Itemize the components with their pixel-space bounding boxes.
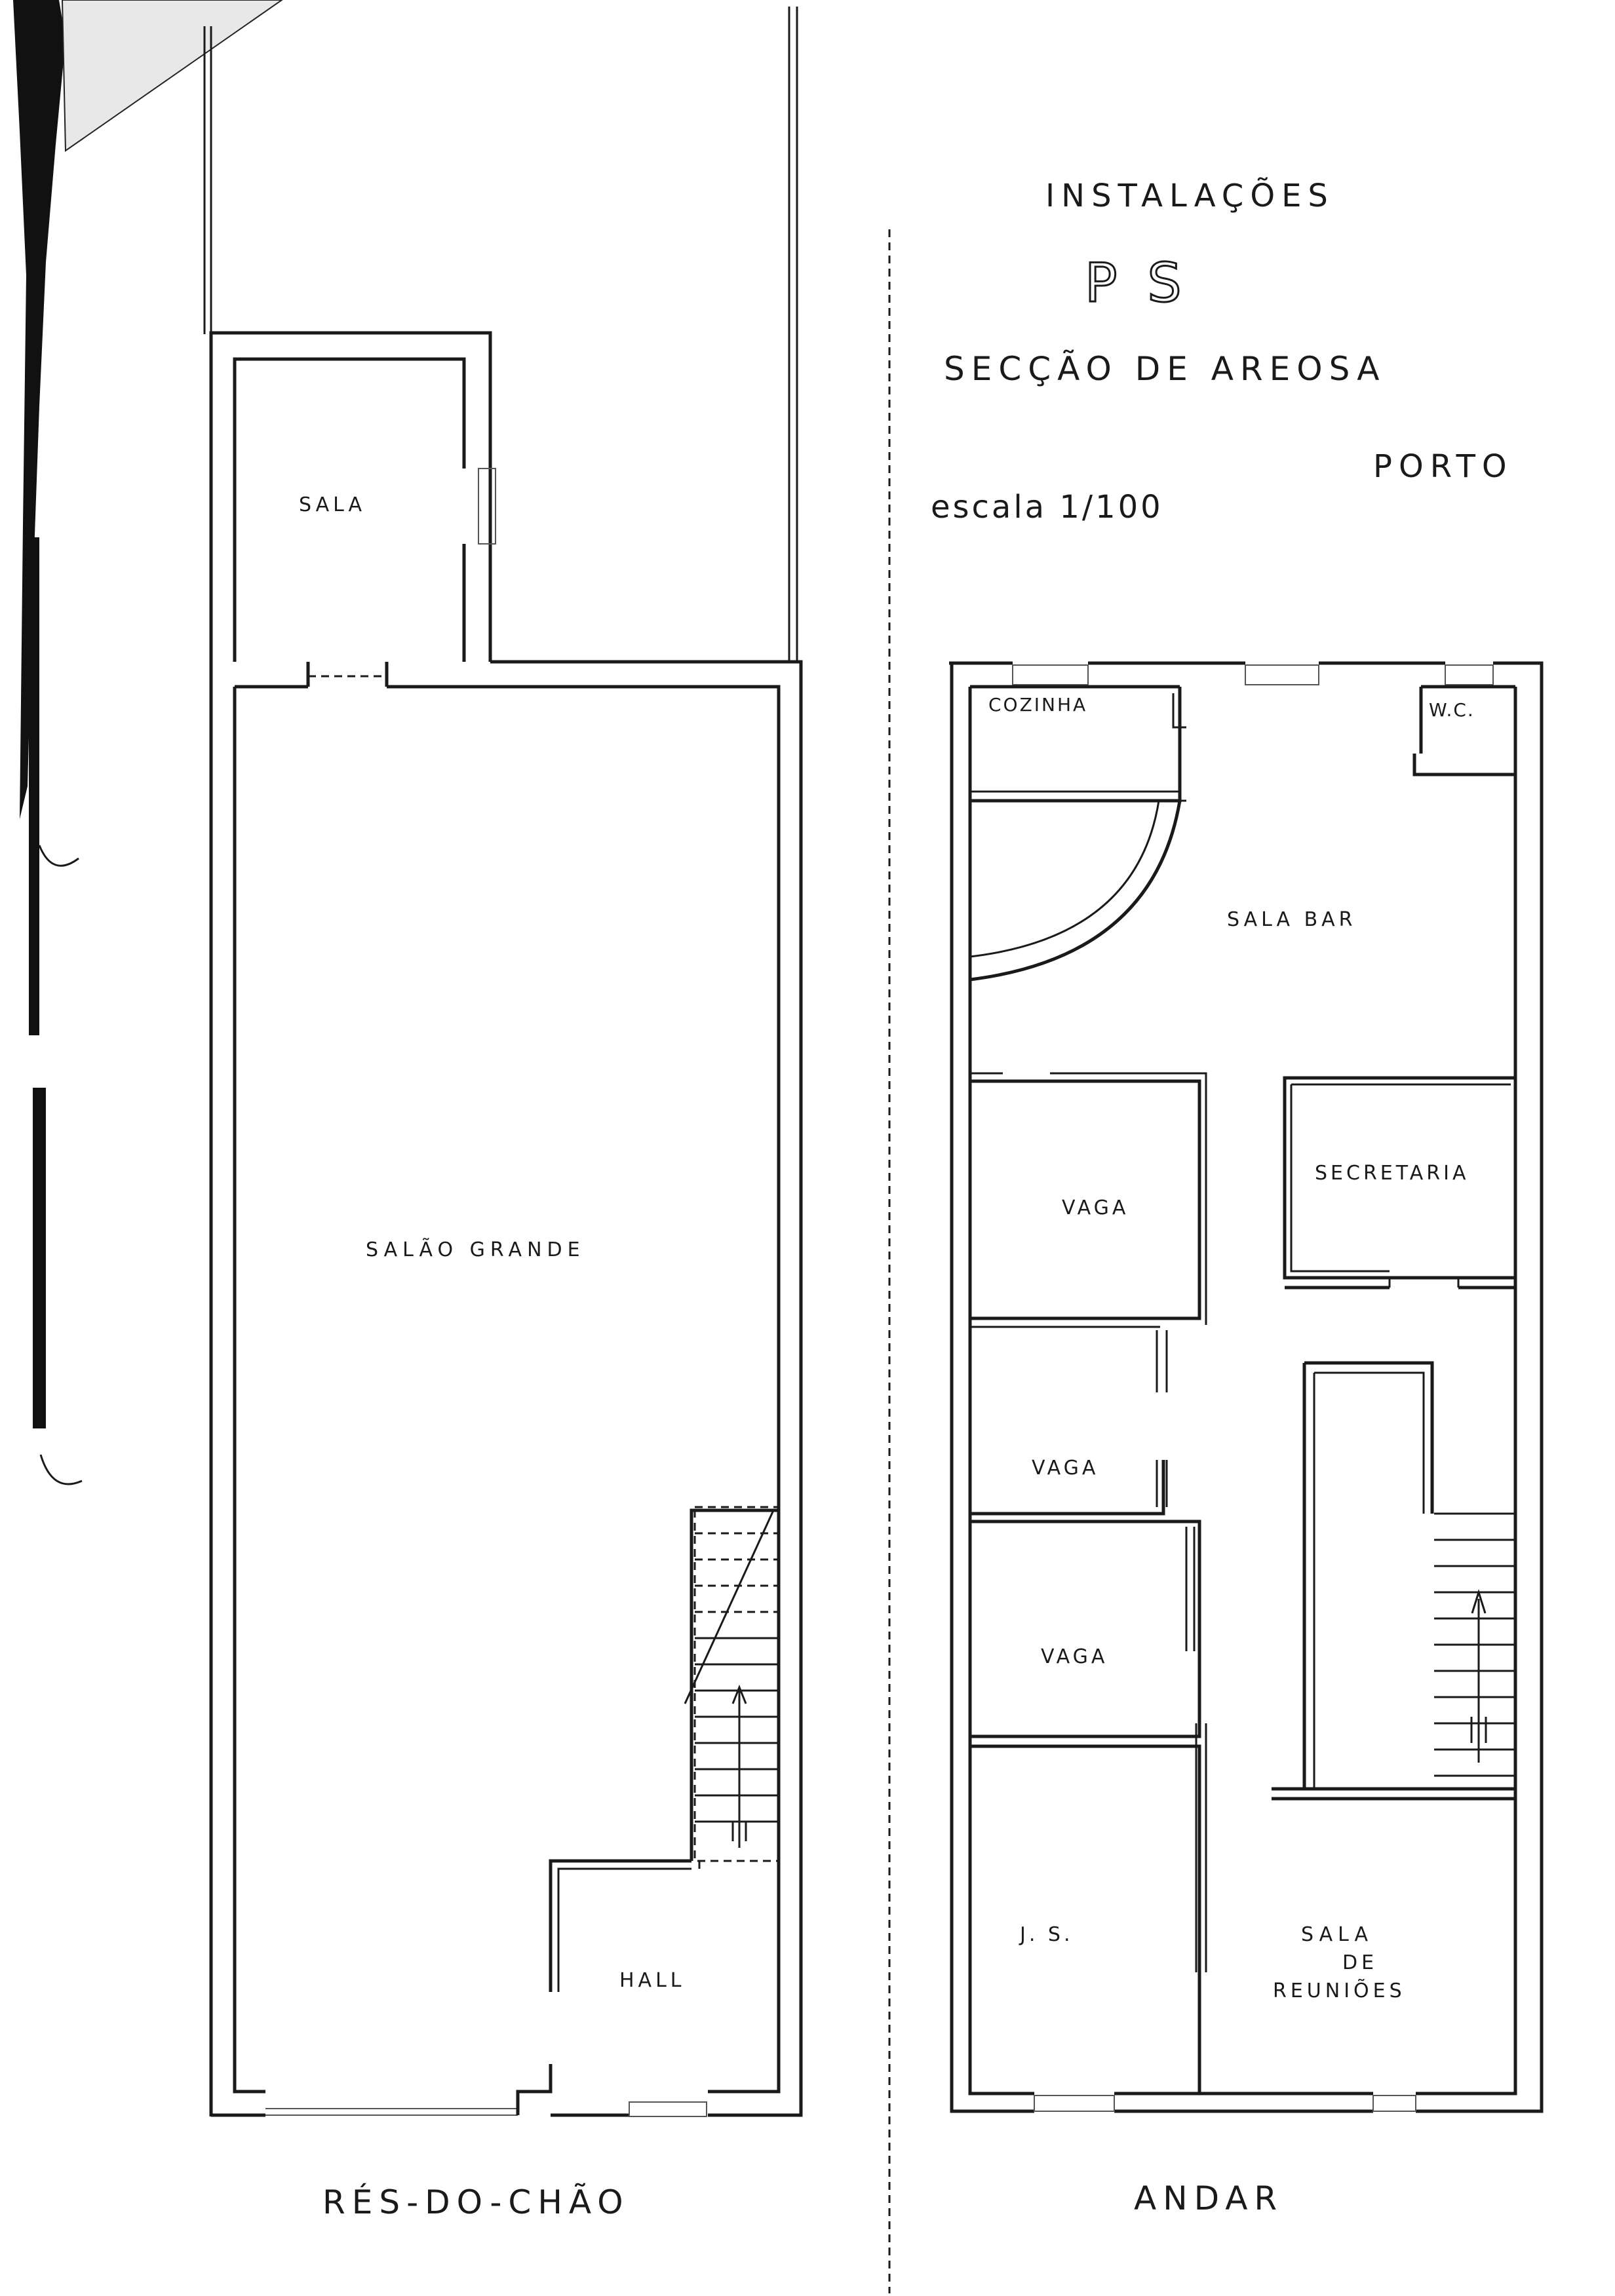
upper-floor-plan	[949, 661, 1544, 2113]
room-label-vaga-1: VAGA	[1062, 1196, 1129, 1219]
caption-ground-floor: RÉS-DO-CHÃO	[322, 2183, 630, 2221]
room-label-hall: HALL	[619, 1969, 686, 1992]
upper-floor-labels: COZINHA W.C. SALA BAR VAGA SECRETARIA VA…	[988, 694, 1475, 2217]
ground-floor-plan	[203, 7, 803, 2117]
ground-floor-labels: SALA SALÃO GRANDE HALL RÉS-DO-CHÃO	[299, 493, 686, 2221]
room-label-secretaria: SECRETARIA	[1315, 1162, 1469, 1185]
room-label-salao-grande: SALÃO GRANDE	[366, 1238, 585, 1261]
title-line-2: SECÇÃO DE AREOSA	[944, 350, 1386, 388]
title-city: PORTO	[1373, 448, 1513, 485]
room-label-sala-de-reunioes-2: DE	[1342, 1951, 1378, 1974]
party-logo: P S	[1085, 252, 1188, 315]
room-label-js: J. S.	[1019, 1923, 1074, 1946]
ground-floor-stairs	[684, 1506, 780, 1862]
room-label-sala-de-reunioes-3: REUNIÕES	[1273, 1978, 1406, 2002]
title-scale: escala 1/100	[931, 489, 1163, 526]
room-label-sala-de-reunioes-1: SALA	[1301, 1923, 1373, 1946]
room-label-vaga-2: VAGA	[1032, 1457, 1099, 1480]
room-label-vaga-3: VAGA	[1041, 1645, 1108, 1668]
room-label-sala: SALA	[299, 493, 366, 516]
title-line-1: INSTALAÇÕES	[1045, 177, 1334, 214]
caption-upper-floor: ANDAR	[1134, 2179, 1283, 2217]
room-label-cozinha: COZINHA	[988, 694, 1087, 716]
upper-floor-stairs	[1272, 1361, 1515, 1801]
room-label-wc: W.C.	[1429, 699, 1475, 721]
title-block: INSTALAÇÕES P S SECÇÃO DE AREOSA PORTO e…	[931, 177, 1513, 526]
room-label-sala-bar: SALA BAR	[1227, 908, 1357, 931]
scan-edge-marks	[13, 0, 283, 1485]
